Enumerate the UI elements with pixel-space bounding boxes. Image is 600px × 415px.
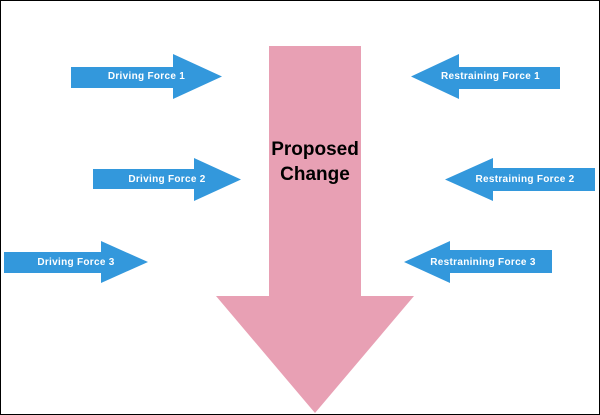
proposed-change-line2: Change xyxy=(280,164,350,185)
driving-force-3-label: Driving Force 3 xyxy=(37,256,115,268)
proposed-change-line1: Proposed xyxy=(271,139,359,160)
restraining-force-1-label: Restraining Force 1 xyxy=(440,71,541,82)
restraining-force-3-label: Restranining Force 3 xyxy=(430,256,536,268)
restraining-force-1-arrow: Restraining Force 1 xyxy=(411,54,560,99)
proposed-change-label: Proposed Change xyxy=(216,137,414,187)
driving-force-3-arrow: Driving Force 3 xyxy=(4,241,148,283)
driving-force-2-label: Driving Force 2 xyxy=(128,174,206,185)
restraining-force-2-arrow: Restraining Force 2 xyxy=(445,158,595,201)
restraining-force-2-label: Restraining Force 2 xyxy=(475,174,575,185)
proposed-change-arrow xyxy=(216,46,414,413)
driving-force-1-arrow: Driving Force 1 xyxy=(71,54,222,99)
restraining-force-3-arrow: Restranining Force 3 xyxy=(404,241,552,283)
driving-force-1-label: Driving Force 1 xyxy=(107,71,186,82)
